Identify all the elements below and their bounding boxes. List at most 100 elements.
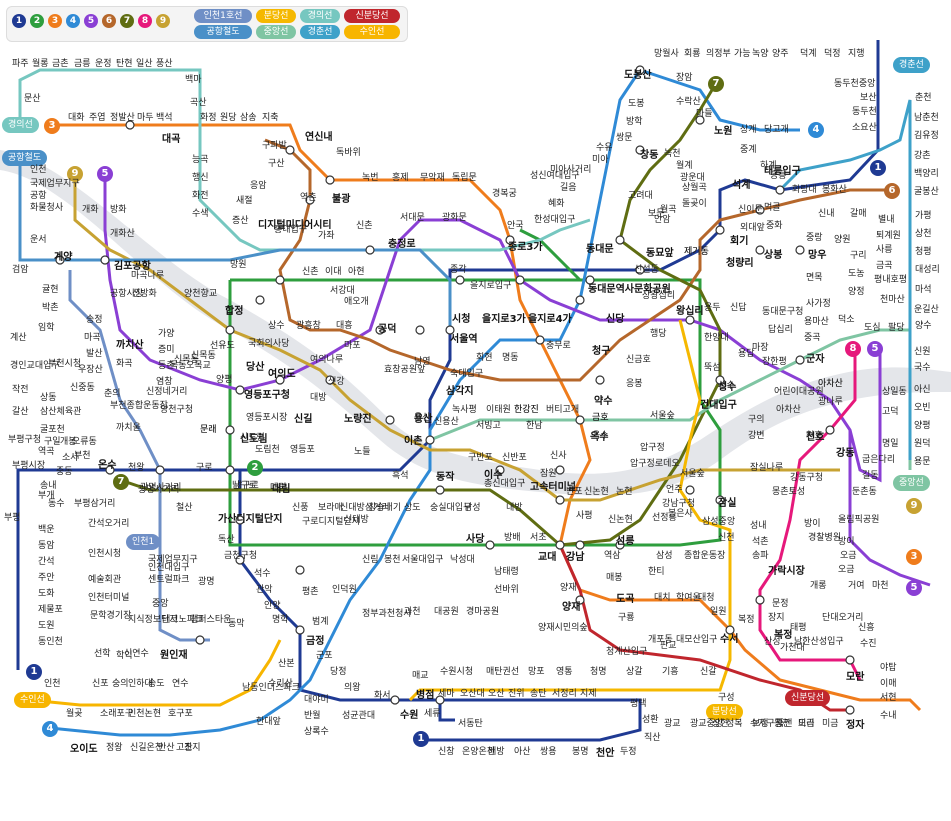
station-s398[interactable]: 진위 xyxy=(508,686,525,699)
station-s251[interactable]: 모란 xyxy=(846,668,864,683)
station-s359[interactable]: 간석오거리 xyxy=(88,516,129,529)
station-s217[interactable]: 중화 xyxy=(766,218,783,231)
station-s478[interactable]: 신논현 xyxy=(608,512,633,525)
station-s121[interactable]: 염창 xyxy=(156,374,173,387)
station-s275[interactable]: 동두천 xyxy=(852,104,877,117)
station-s331[interactable]: 정왕 xyxy=(106,740,123,753)
station-s301[interactable]: 도심 xyxy=(864,320,881,333)
station-s322[interactable]: 송파 xyxy=(752,548,769,561)
station-s124[interactable]: 방화 xyxy=(110,202,127,215)
station-s057[interactable]: 을지로4가 xyxy=(528,310,572,325)
station-s342[interactable]: 숭의 xyxy=(112,676,129,689)
station-s010[interactable]: 곡산 xyxy=(190,95,207,108)
station-s015[interactable]: 마두 xyxy=(137,110,154,123)
station-s090[interactable]: 대흥 xyxy=(336,318,353,331)
station-s188[interactable]: 한성대입구 xyxy=(534,212,575,225)
station-s184[interactable]: 신당 xyxy=(606,310,624,325)
station-s399[interactable]: 송탄 xyxy=(530,686,547,699)
station-s035[interactable]: 무악재 xyxy=(420,170,445,183)
station-s081[interactable]: 대방 xyxy=(310,390,327,403)
station-s239[interactable]: 개롱 xyxy=(810,578,827,591)
station-s160[interactable]: 신림 xyxy=(362,552,379,565)
station-s389[interactable]: 성균관대 xyxy=(342,708,375,721)
station-s181[interactable]: 한양대 xyxy=(704,330,729,343)
station-s142[interactable]: 부평 xyxy=(4,510,21,523)
station-s214[interactable]: 화랑대 xyxy=(792,182,817,195)
station-s516[interactable]: 용두 xyxy=(704,300,721,313)
station-s152[interactable]: 천왕 xyxy=(128,460,145,473)
station-s517[interactable]: 신답 xyxy=(730,300,747,313)
station-s385[interactable]: 금정 xyxy=(306,632,324,647)
station-s199[interactable]: 석계 xyxy=(732,176,750,191)
station-s520[interactable]: 광명사거리 xyxy=(138,482,179,495)
station-s031[interactable]: 역촌 xyxy=(300,190,317,203)
station-s256[interactable]: 회룡 xyxy=(684,46,701,59)
station-s108[interactable]: 화곡 xyxy=(116,356,133,369)
station-s253[interactable]: 도봉 xyxy=(628,96,645,109)
station-s014[interactable]: 정발산 xyxy=(110,110,135,123)
station-s190[interactable]: 길음 xyxy=(560,180,577,193)
station-s118[interactable]: 가양 xyxy=(158,326,175,339)
station-s274[interactable]: 보산 xyxy=(860,90,877,103)
station-s012[interactable]: 대화 xyxy=(68,110,85,123)
station-s180[interactable]: 뚝섬 xyxy=(704,360,721,373)
station-s455[interactable]: 수내 xyxy=(880,708,897,721)
station-s447[interactable]: 상갈 xyxy=(626,664,643,677)
station-s164[interactable]: 사당 xyxy=(466,530,484,545)
station-s139[interactable]: 갈산 xyxy=(12,404,29,417)
station-s496[interactable]: 삼성중앙 xyxy=(702,514,735,527)
station-s151[interactable]: 온수 xyxy=(98,456,116,471)
station-s287[interactable]: 마석 xyxy=(915,282,932,295)
station-s332[interactable]: 오이도 xyxy=(70,740,98,755)
station-s112[interactable]: 송정 xyxy=(86,312,103,325)
station-s481[interactable]: 고속터미널 xyxy=(530,478,576,493)
station-s304[interactable]: 양수 xyxy=(915,318,932,331)
station-s392[interactable]: 세류 xyxy=(424,706,441,719)
station-s440[interactable]: 광교 xyxy=(664,716,681,729)
station-s128[interactable]: 박촌 xyxy=(42,300,59,313)
station-s024[interactable]: 화전 xyxy=(192,188,209,201)
station-s131[interactable]: 인천 xyxy=(30,162,47,175)
station-s037[interactable]: 경복궁 xyxy=(492,186,517,199)
station-s423[interactable]: 경마공원 xyxy=(466,604,499,617)
station-s505[interactable]: 보라매 xyxy=(318,500,343,513)
station-s258[interactable]: 가능 xyxy=(734,46,751,59)
station-s309[interactable]: 양평 xyxy=(914,418,931,431)
station-s424[interactable]: 선바위 xyxy=(494,582,519,595)
station-s266[interactable]: 마들 xyxy=(696,106,713,119)
station-s004[interactable]: 금릉 xyxy=(74,56,91,69)
station-s154[interactable]: 철산 xyxy=(176,500,193,513)
station-s458[interactable]: 야탑 xyxy=(880,660,897,673)
station-s445[interactable]: 영통 xyxy=(556,664,573,677)
station-s077[interactable]: 공덕 xyxy=(378,320,396,335)
station-s233[interactable]: 고덕 xyxy=(882,404,899,417)
station-s279[interactable]: 김유정 xyxy=(914,128,939,141)
station-s386[interactable]: 군포 xyxy=(316,648,333,661)
station-s230[interactable]: 길동 xyxy=(862,468,879,481)
station-s317[interactable]: 아차산 xyxy=(776,402,801,415)
station-s107[interactable]: 까치산 xyxy=(116,336,144,351)
station-s479[interactable]: 논현 xyxy=(616,484,633,497)
station-s362[interactable]: 백운 xyxy=(38,522,55,535)
station-s280[interactable]: 강촌 xyxy=(914,148,931,161)
station-s115[interactable]: 신방화 xyxy=(132,286,157,299)
station-s452[interactable]: 죽전 xyxy=(776,716,793,729)
station-s506[interactable]: 신풍 xyxy=(292,500,309,513)
station-s240[interactable]: 거여 xyxy=(848,578,865,591)
station-s501[interactable]: 숭실대입구 xyxy=(430,500,471,513)
station-s453[interactable]: 오리 xyxy=(798,716,815,729)
station-s472[interactable]: 일원 xyxy=(710,604,727,617)
station-s027[interactable]: 연신내 xyxy=(305,128,333,143)
station-s348[interactable]: 신연수 xyxy=(124,646,149,659)
station-s026[interactable]: 구파발 xyxy=(262,138,287,151)
station-s017[interactable]: 대곡 xyxy=(162,130,180,145)
station-s487[interactable]: 응봉 xyxy=(626,376,643,389)
station-s356[interactable]: 인천터미널 xyxy=(88,590,129,603)
station-s467[interactable]: 매봉 xyxy=(606,570,623,583)
station-s221[interactable]: 면목 xyxy=(806,270,823,283)
station-s524[interactable]: 제기동 xyxy=(684,244,709,257)
station-s056[interactable]: 을지로3가 xyxy=(482,310,526,325)
station-s238[interactable]: 오금 xyxy=(838,562,855,575)
station-s241[interactable]: 마천 xyxy=(872,578,889,591)
station-s310[interactable]: 원덕 xyxy=(914,436,931,449)
